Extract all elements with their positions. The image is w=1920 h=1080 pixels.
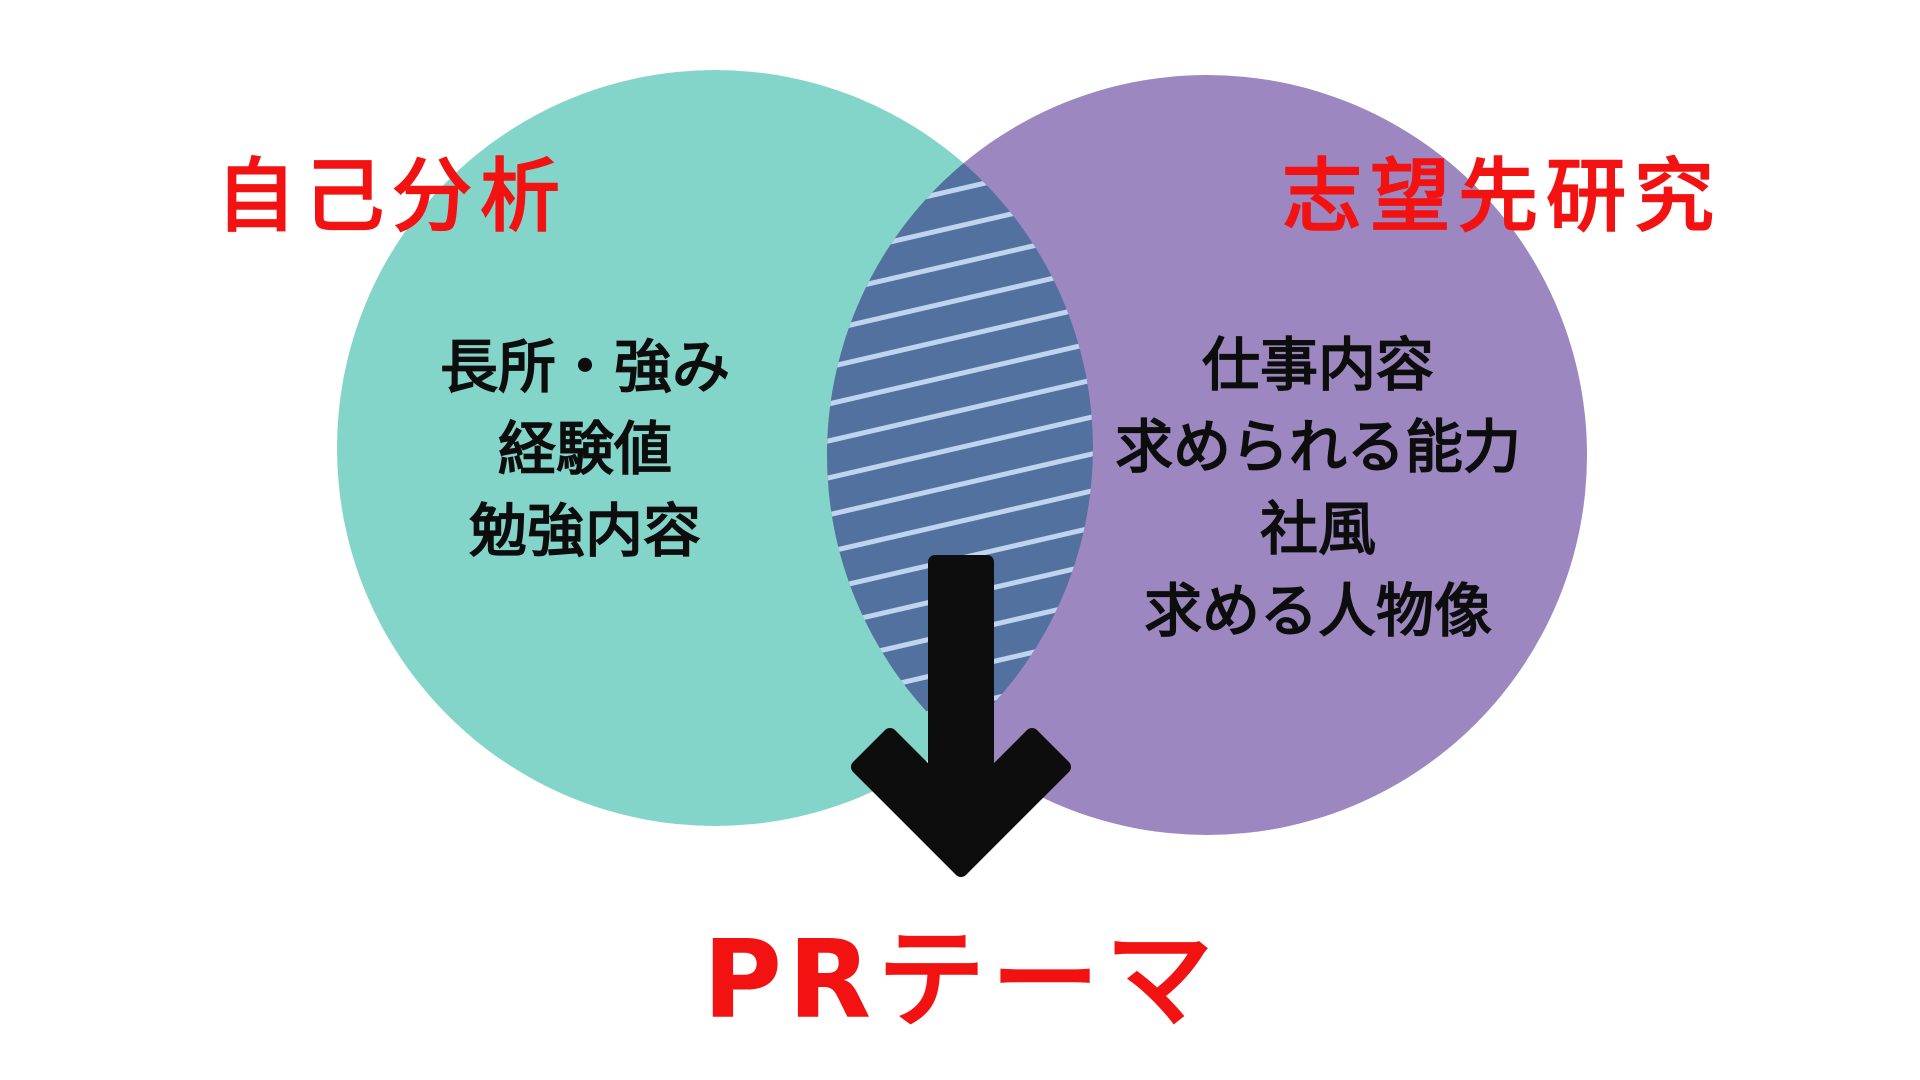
right-circle-items: 仕事内容 求められる能力 社風 求める人物像 [1115,324,1521,652]
list-item: 求められる能力 [1114,413,1522,481]
down-arrow-icon [851,555,1071,877]
right-circle-title: 志望先研究 [1282,150,1722,243]
overlap-hatch [827,75,1093,826]
left-circle-title: 自己分析 [216,150,568,243]
list-item: 長所・強み [439,333,731,401]
list-item: 経験値 [497,415,673,483]
list-item: 求める人物像 [1143,577,1493,645]
list-item: 仕事内容 [1201,331,1435,399]
overlap-region [827,75,1093,826]
list-item: 勉強内容 [468,497,702,565]
result-label: PRテーマ [702,918,1220,1043]
left-circle-items: 長所・強み 経験値 勉強内容 [440,326,730,572]
list-item: 社風 [1259,495,1377,563]
